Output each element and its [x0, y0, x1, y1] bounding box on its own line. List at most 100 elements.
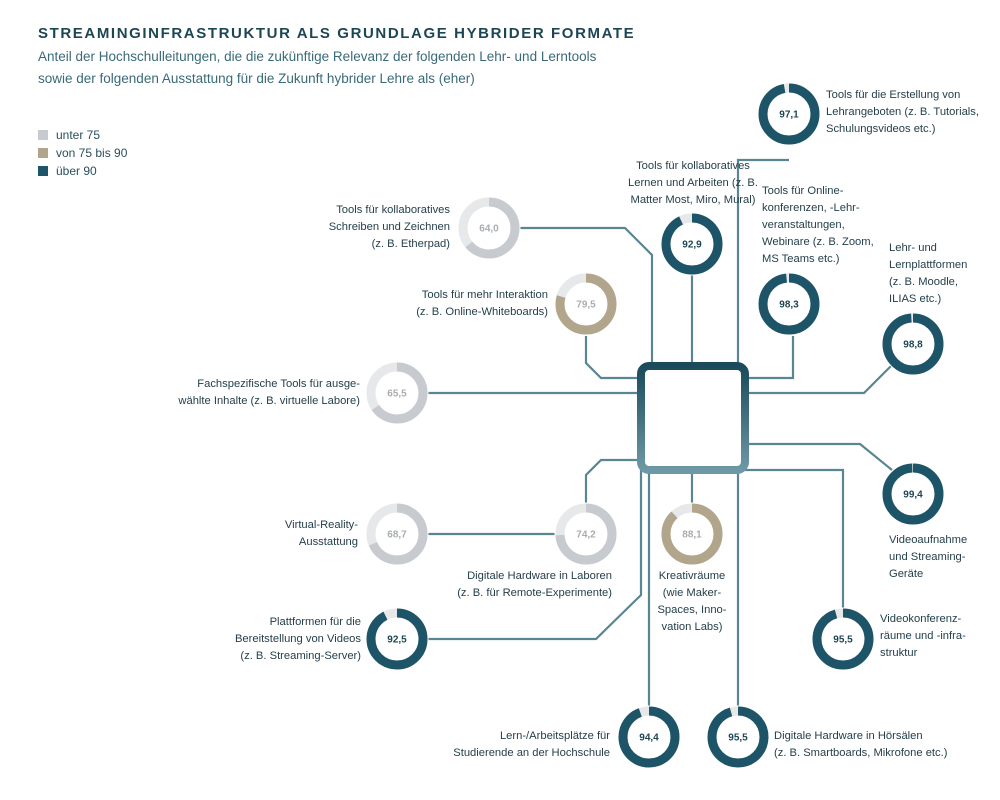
donut-5: 79,5 [554, 272, 618, 336]
item-label-line: struktur [880, 647, 918, 659]
donut-value-label: 98,8 [903, 340, 923, 351]
item-label-line: Lehr- und [889, 242, 937, 254]
item-label-line: Virtual-Reality- [284, 519, 358, 531]
legend-item-under75: unter 75 [38, 126, 127, 144]
donut-value-label: 98,3 [779, 300, 799, 311]
item-label-line: Tools für kollaboratives [336, 204, 450, 216]
item-label-line: Lern-/Arbeitsplätze für [499, 730, 610, 742]
legend-item-over90: über 90 [38, 162, 127, 180]
item-label-line: konferenzen, -Lehr- [762, 202, 860, 214]
legend-label-under75: unter 75 [56, 128, 101, 142]
donut-4: 98,8 [881, 312, 945, 376]
item-label-line: vation Labs) [661, 621, 723, 633]
legend-swatch-75-90 [38, 148, 48, 158]
donut-value-arc [366, 608, 428, 670]
item-label-8: Virtual-Reality- Ausstattung [238, 517, 358, 551]
donut-value-arc [661, 503, 723, 565]
connector-line [584, 336, 641, 380]
item-label-line: Spaces, Inno- [657, 604, 727, 616]
item-label-line: Tools für kollaboratives [636, 160, 750, 172]
item-label-line: Fachspezifische Tools für ausge- [197, 378, 360, 390]
donut-value-arc [458, 197, 520, 259]
item-label-6: Fachspezifische Tools für ausge-wählte I… [160, 376, 360, 410]
item-label-line: (z. B. Streaming-Server) [240, 650, 361, 662]
connector-line [745, 442, 893, 471]
donut-value-label: 88,1 [682, 530, 702, 541]
legend-swatch-over90 [38, 166, 48, 176]
item-label-line: Lehrangeboten (z. B. Tutorials, [826, 106, 979, 118]
item-label-10: Kreativräume(wie Maker-Spaces, Inno-vati… [656, 568, 728, 636]
item-label-line: (z. B. für Remote-Experimente) [457, 587, 612, 599]
legend-item-75-90: von 75 bis 90 [38, 144, 127, 162]
connector-line [427, 470, 643, 641]
legend-swatch-under75 [38, 130, 48, 140]
donut-value-arc [707, 706, 769, 768]
donut-value-arc [555, 273, 617, 335]
item-label-line: Lernen und Arbeiten (z. B. [628, 177, 758, 189]
donut-value-arc [366, 503, 428, 565]
item-label-line: und Streaming- [889, 551, 966, 563]
legend-label-75-90: von 75 bis 90 [56, 146, 128, 160]
item-label-line: wählte Inhalte (z. B. virtuelle Labore) [178, 395, 360, 407]
donut-value-arc [812, 608, 874, 670]
item-label-line: veranstaltungen, [762, 219, 845, 231]
donut-value-label: 99,4 [903, 490, 923, 501]
item-label-9: Digitale Hardware in Laboren (z. B. für R… [430, 568, 612, 602]
connector-line [745, 468, 845, 609]
item-label-line: räume und -infra- [880, 630, 966, 642]
donut-value-label: 97,1 [779, 110, 799, 121]
donut-value-arc [661, 213, 723, 275]
item-label-line: Geräte [889, 568, 924, 580]
donut-value-arc [882, 313, 944, 375]
donut-value-label: 92,9 [682, 240, 702, 251]
donut-value-label: 79,5 [576, 300, 596, 311]
item-label-11: Videokonferenz-räume und -infra-struktur [880, 611, 990, 662]
donut-value-label: 74,2 [576, 530, 596, 541]
item-label-14: Digitale Hardware in Hörsälen(z. B. Smar… [774, 728, 974, 762]
item-label-line: Schulungsvideos etc.) [826, 123, 936, 135]
item-label-line: MS Teams etc.) [762, 253, 840, 265]
donut-value-arc [758, 273, 820, 335]
connector-line [584, 458, 641, 504]
item-label-line: Matter Most, Miro, Mural) [630, 194, 756, 206]
item-label-line: Videokonferenz- [880, 613, 962, 625]
donut-value-label: 95,5 [728, 733, 748, 744]
item-label-line: Ausstattung [298, 536, 358, 548]
connector-line [745, 365, 892, 395]
donut-7: 99,4 [881, 462, 945, 526]
item-label-line: Tools für Online- [762, 185, 844, 197]
connector-line [745, 336, 795, 380]
item-label-line: Digitale Hardware in Laboren [467, 570, 612, 582]
donut-1: 92,9 [660, 212, 724, 276]
page-subtitle: Anteil der Hochschulleitungen, die die z… [38, 49, 597, 86]
donut-3: 98,3 [757, 272, 821, 336]
donut-value-label: 94,4 [639, 733, 659, 744]
donut-10: 88,1 [660, 502, 724, 566]
donut-12: 92,5 [365, 607, 429, 671]
item-label-line: Digitale Hardware in Hörsälen [774, 730, 923, 742]
item-label-line: Tools für mehr Interaktion [421, 289, 548, 301]
donut-value-label: 65,5 [387, 389, 407, 400]
item-label-line: Kreativräume [658, 570, 726, 582]
donut-0: 97,1 [757, 82, 821, 146]
donut-value-arc [366, 362, 428, 424]
donut-value-label: 92,5 [387, 635, 407, 646]
item-label-line: Lernplattformen [889, 259, 968, 271]
item-label-line: Studierende an der Hochschule [453, 747, 610, 759]
donut-value-arc [758, 83, 820, 145]
donut-9: 74,2 [554, 502, 618, 566]
item-label-line: Webinare (z. B. Zoom, [762, 236, 874, 248]
item-label-line: Bereitstellung von Videos [234, 633, 361, 645]
item-label-line: (z. B. Online-Whiteboards) [416, 306, 548, 318]
donut-13: 94,4 [617, 705, 681, 769]
legend: unter 75 von 75 bis 90 über 90 [38, 126, 127, 180]
donut-8: 68,7 [365, 502, 429, 566]
donut-value-arc [882, 463, 944, 525]
legend-label-over90: über 90 [56, 164, 97, 178]
